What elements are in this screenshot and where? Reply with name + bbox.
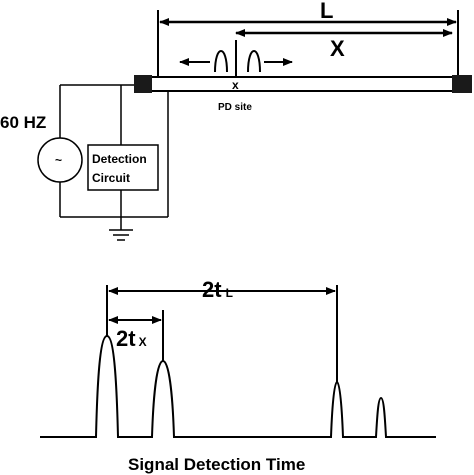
cable-system: L X x PD site — [0, 0, 472, 241]
length-label: L — [320, 0, 333, 23]
pulse-left — [214, 50, 228, 73]
signal-trace — [40, 334, 436, 438]
cable — [134, 75, 472, 93]
pd-site-label: PD site — [218, 102, 252, 113]
pulse-right — [247, 50, 261, 73]
distance-label: X — [330, 36, 345, 61]
source-label: 60 HZ — [0, 113, 46, 132]
detector-label-line2: Circuit — [92, 171, 130, 185]
ground-symbol — [109, 229, 133, 241]
detection-circuit: Detection Circuit — [87, 144, 159, 191]
ac-source: ~ 60 HZ — [0, 113, 83, 183]
circuit-wiring — [59, 84, 169, 230]
pd-site-marker: x — [232, 78, 239, 92]
detector-label-line1: Detection — [92, 152, 147, 166]
pd-site: x PD site — [218, 40, 252, 113]
length-dimension: L — [157, 0, 459, 78]
ac-source-symbol: ~ — [55, 153, 62, 167]
travelling-pulses — [179, 50, 293, 73]
cable-end-right — [452, 75, 472, 93]
cable-end-left — [134, 75, 152, 93]
distance-dimension: X — [235, 29, 453, 61]
waveform-caption: Signal Detection Time — [128, 455, 305, 474]
